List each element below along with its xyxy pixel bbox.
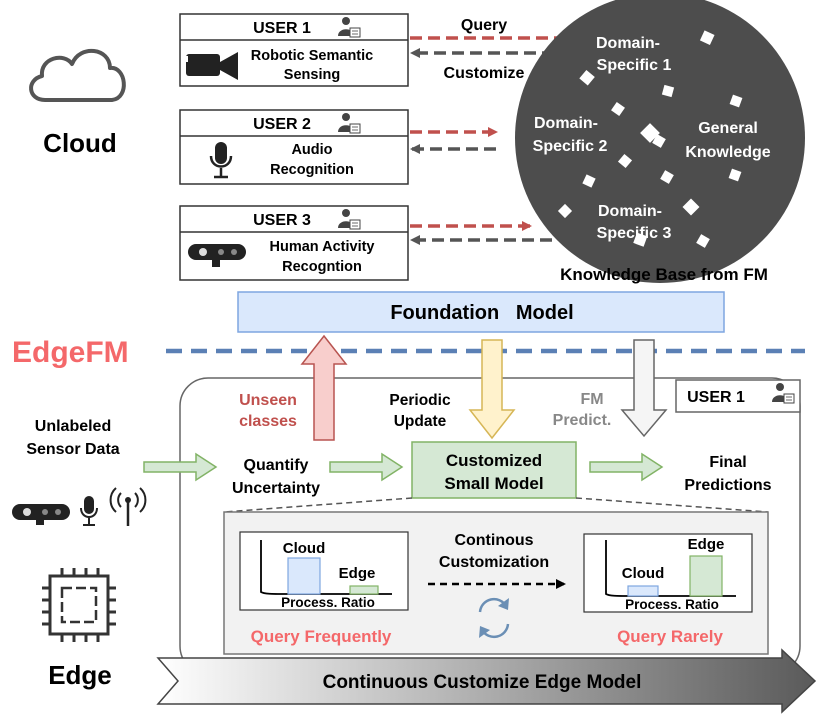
query-frequently-caption: Query Frequently bbox=[251, 627, 392, 646]
knowledge-base-circle: Domain- Specific 1 Domain- Specific 2 Ge… bbox=[515, 0, 805, 283]
user-3-box: USER 3 Human Activity Recogntion bbox=[179, 205, 409, 281]
customized-small-model-line1: Customized bbox=[446, 451, 542, 470]
zoom-line-left bbox=[223, 497, 413, 513]
final-predictions-line2: Predictions bbox=[684, 477, 771, 494]
microphone-icon bbox=[80, 496, 98, 526]
sync-icon bbox=[478, 597, 510, 639]
flow-arrow-uncertainty-to-model bbox=[329, 452, 404, 482]
user-1-name: USER 1 bbox=[253, 20, 311, 37]
general-line2: Knowledge bbox=[685, 144, 770, 161]
zoom-line-right bbox=[575, 497, 769, 513]
cloud-label: Cloud bbox=[43, 128, 117, 158]
wireless-antenna-icon bbox=[109, 487, 147, 526]
edge-label: Edge bbox=[48, 660, 112, 690]
user-icon bbox=[338, 17, 361, 38]
continous-customization-line1: Continous bbox=[454, 532, 533, 549]
quantify-uncertainty-line2: Uncertainty bbox=[232, 480, 320, 497]
periodic-update-line1: Periodic bbox=[389, 392, 451, 409]
knowledge-base-caption: Knowledge Base from FM bbox=[560, 265, 768, 284]
user-1-task-line2: Sensing bbox=[284, 67, 340, 83]
customized-small-model-box bbox=[411, 441, 577, 499]
customized-small-model-line2: Small Model bbox=[444, 474, 543, 493]
flow-arrow-sensor-to-uncertainty bbox=[143, 452, 218, 482]
unseen-classes-line1: Unseen bbox=[239, 392, 297, 409]
user-icon bbox=[338, 209, 361, 230]
unseen-classes-arrow bbox=[300, 334, 348, 441]
user-1-task-line1: Robotic Semantic bbox=[251, 48, 373, 64]
domain-2-line2: Specific 2 bbox=[533, 138, 608, 155]
general-line1: General bbox=[698, 120, 758, 137]
fm-predict-line1: FM bbox=[580, 391, 603, 408]
right-cloud-bar bbox=[627, 585, 659, 597]
unseen-classes-line2: classes bbox=[239, 413, 297, 430]
user-3-task-line1: Human Activity bbox=[269, 239, 374, 255]
foundation-model-label: Foundation Model bbox=[390, 302, 573, 324]
domain-2-line1: Domain- bbox=[534, 115, 598, 132]
fm-predict-arrow bbox=[620, 339, 668, 438]
user-icon bbox=[338, 113, 361, 134]
user-icon bbox=[772, 383, 795, 404]
depth-camera-icon bbox=[12, 504, 70, 525]
flow-arrow-model-to-predictions bbox=[589, 452, 664, 482]
right-edge-label: Edge bbox=[688, 536, 725, 553]
right-process-ratio-chart: Cloud Edge Process. Ratio bbox=[583, 533, 753, 613]
continous-customization-line2: Customization bbox=[439, 554, 549, 571]
periodic-update-line2: Update bbox=[394, 413, 447, 430]
microphone-icon bbox=[209, 142, 233, 179]
user-3-name: USER 3 bbox=[253, 212, 311, 229]
query-rarely-caption: Query Rarely bbox=[617, 627, 723, 646]
foundation-model-box bbox=[237, 291, 725, 333]
edgefm-label: EdgeFM bbox=[12, 336, 129, 369]
depth-camera-icon bbox=[188, 244, 246, 267]
quantify-uncertainty-line1: Quantify bbox=[244, 457, 309, 474]
query-label: Query bbox=[461, 17, 507, 34]
left-cloud-label: Cloud bbox=[283, 540, 326, 557]
edge-user-box: USER 1 bbox=[675, 379, 801, 413]
user-2-box: USER 2 Audio Recognition bbox=[179, 109, 409, 185]
customize-label: Customize bbox=[444, 65, 525, 82]
periodic-update-arrow bbox=[468, 339, 516, 440]
user-1-box: USER 1 Robotic Semantic Sensing bbox=[179, 13, 409, 87]
user-2-task-line1: Audio bbox=[291, 142, 332, 158]
continuous-customize-arrow bbox=[156, 648, 817, 714]
fm-predict-line2: Predict. bbox=[553, 412, 612, 429]
user-3-task-line2: Recogntion bbox=[282, 259, 362, 275]
domain-3-line2: Specific 3 bbox=[597, 225, 672, 242]
cloud-icon bbox=[29, 48, 126, 102]
edge-user-name: USER 1 bbox=[687, 389, 745, 406]
continuous-customize-label: Continuous Customize Edge Model bbox=[323, 672, 642, 693]
user-2-task-line2: Recognition bbox=[270, 162, 354, 178]
right-axis-label: Process. Ratio bbox=[625, 597, 719, 612]
left-process-ratio-chart: Cloud Edge Process. Ratio bbox=[239, 531, 409, 611]
final-predictions-line1: Final bbox=[709, 454, 746, 471]
right-cloud-label: Cloud bbox=[622, 565, 665, 582]
left-edge-bar bbox=[349, 585, 379, 595]
sensor-data-line1: Unlabeled bbox=[35, 418, 111, 435]
video-camera-icon bbox=[184, 52, 238, 80]
knowledge-chunks bbox=[557, 30, 743, 248]
user-2-name: USER 2 bbox=[253, 116, 311, 133]
left-axis-label: Process. Ratio bbox=[281, 595, 375, 610]
sensor-data-line2: Sensor Data bbox=[26, 441, 119, 458]
left-edge-label: Edge bbox=[339, 565, 376, 582]
right-edge-bar bbox=[689, 555, 723, 597]
chip-icon bbox=[42, 568, 116, 642]
left-cloud-bar bbox=[287, 557, 321, 595]
domain-3-line1: Domain- bbox=[598, 203, 662, 220]
domain-1-line2: Specific 1 bbox=[597, 57, 672, 74]
domain-1-line1: Domain- bbox=[596, 35, 660, 52]
